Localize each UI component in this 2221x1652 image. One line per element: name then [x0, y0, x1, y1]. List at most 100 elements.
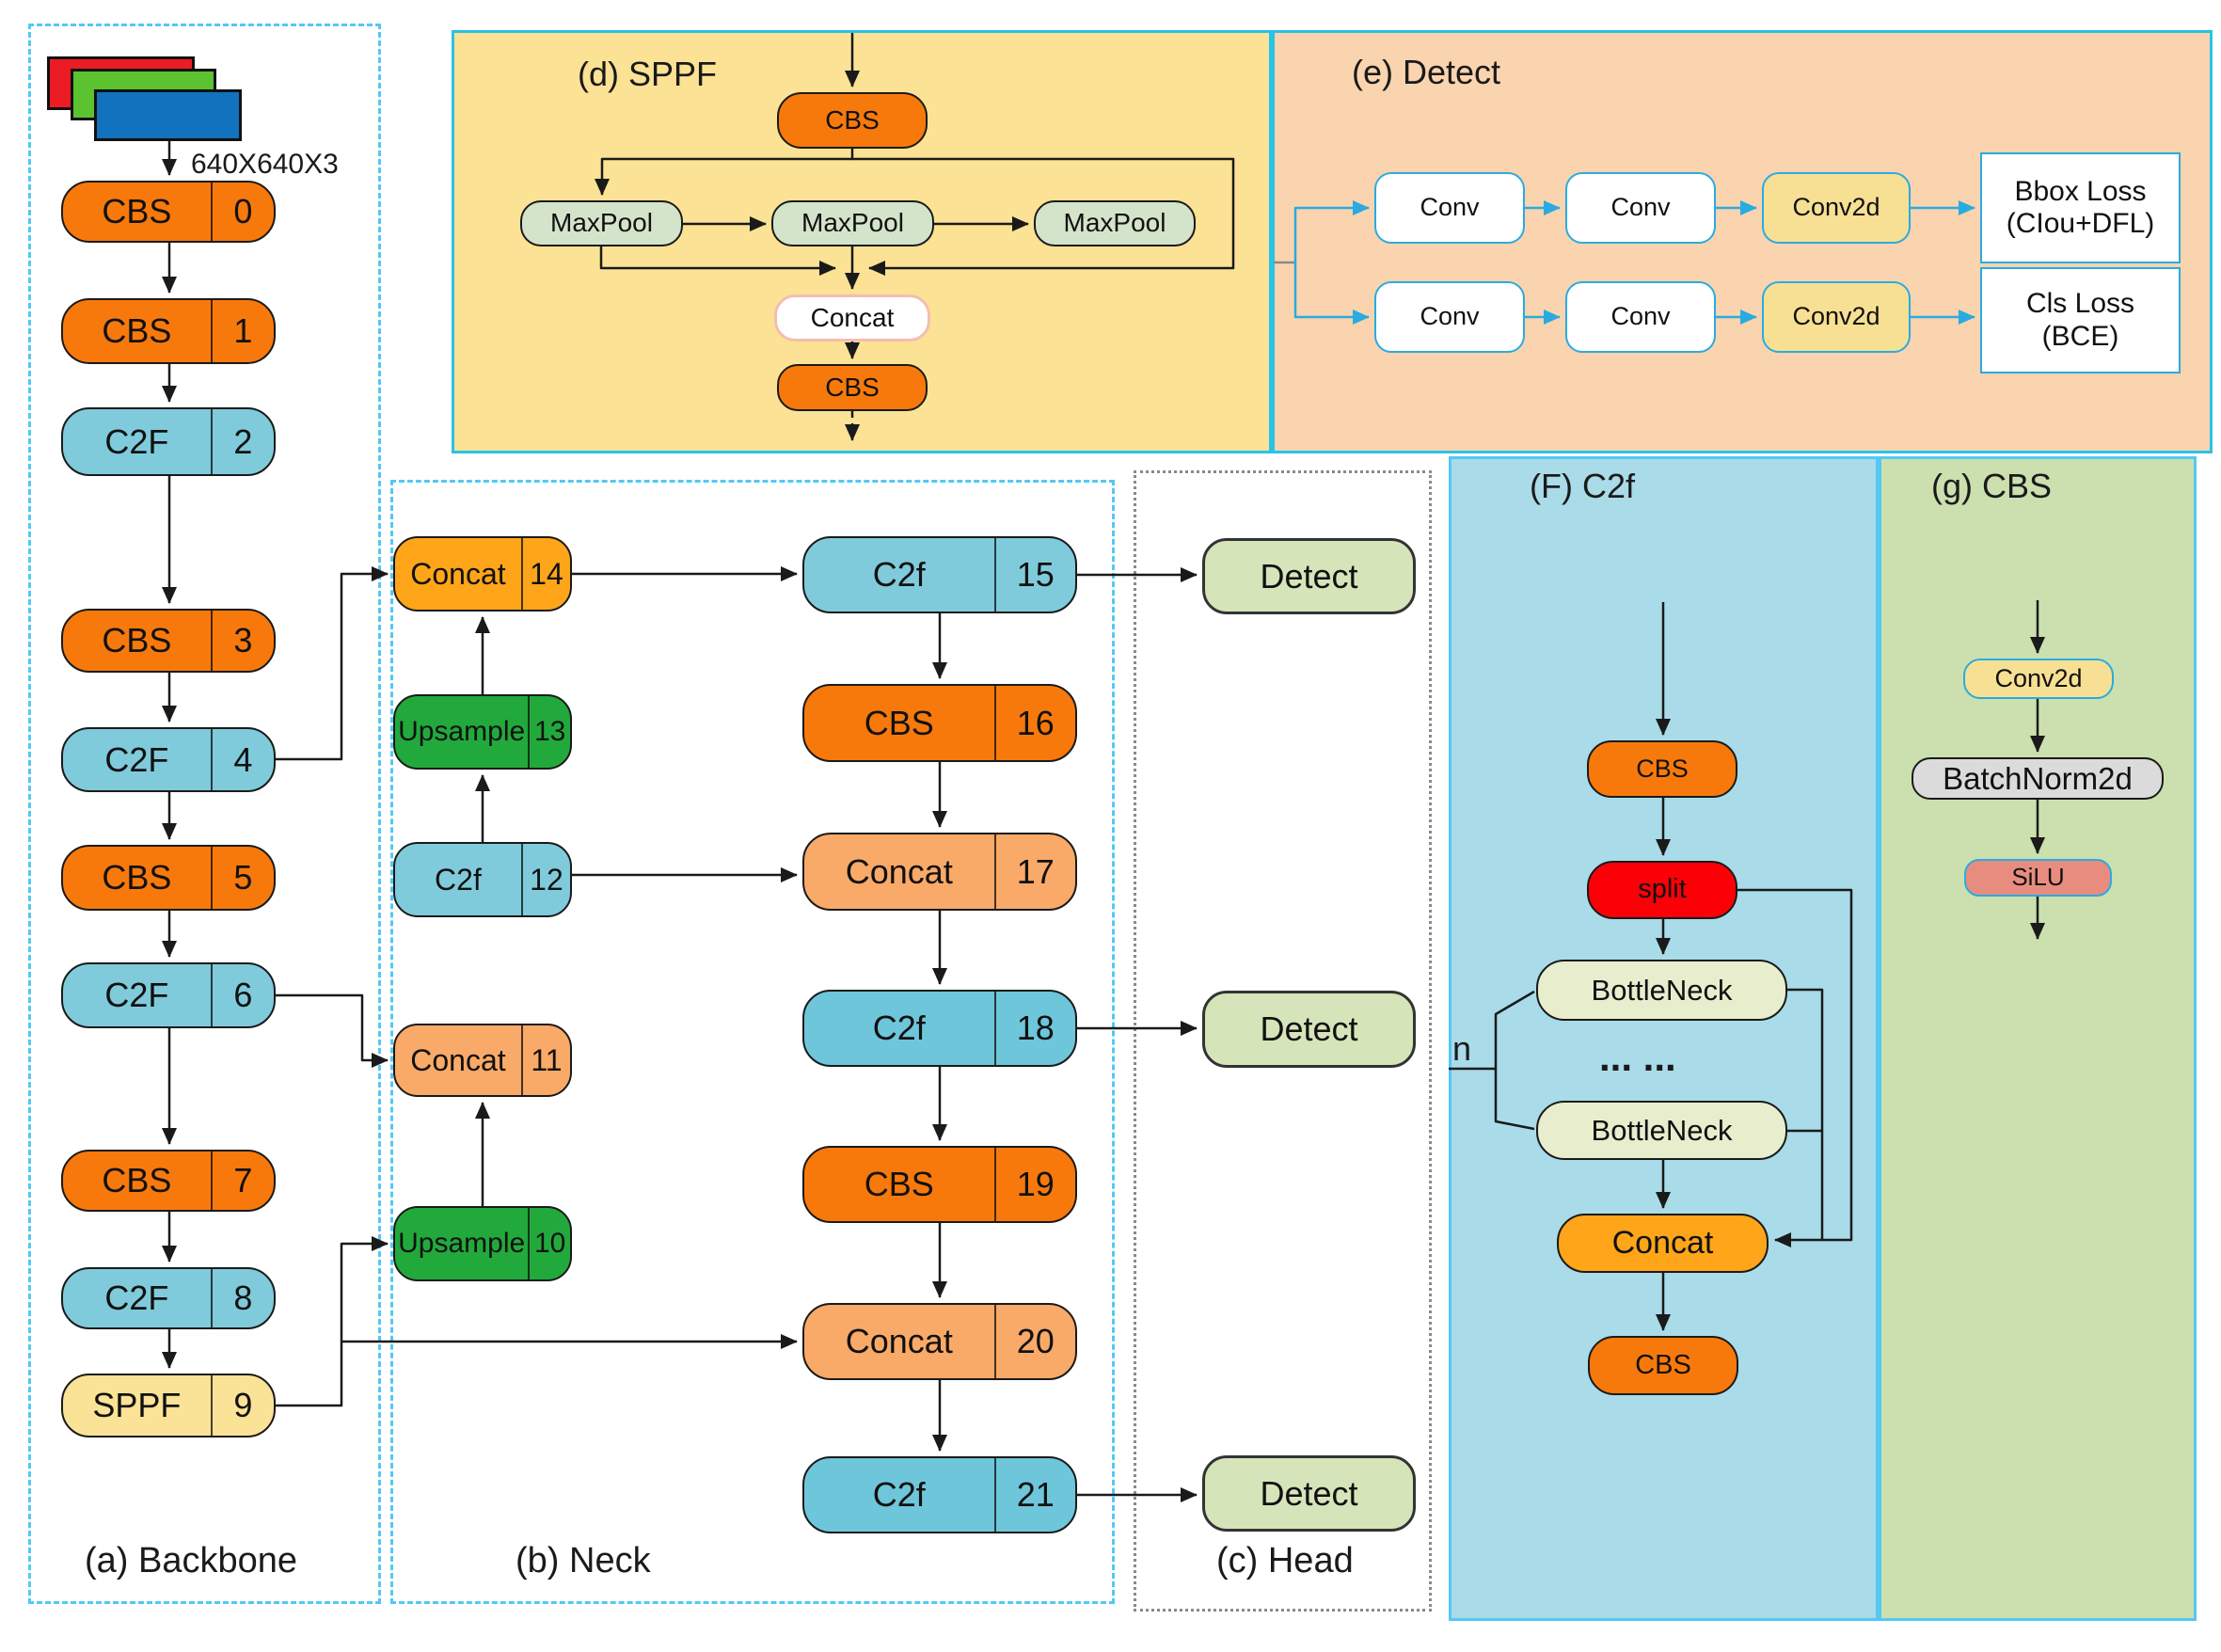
node-sppf-maxpool-2: MaxPool: [771, 200, 934, 246]
node-sppf-maxpool-3: MaxPool: [1034, 200, 1196, 246]
node-number: 8: [210, 1269, 274, 1327]
node-number: 10: [528, 1208, 570, 1279]
node-number: 18: [993, 992, 1075, 1065]
node-label: BottleNeck: [1591, 973, 1733, 1007]
c2f-n-label: n: [1452, 1029, 1472, 1068]
node-label: Concat: [845, 851, 953, 891]
node-label: Upsample: [398, 715, 526, 747]
node-number: 1: [210, 300, 274, 362]
node-c2f-bottleneck-2: BottleNeck: [1536, 1101, 1787, 1160]
node-label: CBS: [102, 311, 172, 351]
node-detect-conv-2b: Conv: [1565, 281, 1716, 353]
node-label: Conv2d: [1994, 663, 2083, 692]
node-sppf-concat: Concat: [774, 294, 930, 342]
node-number: 0: [210, 183, 274, 241]
title-c2f: (F) C2f: [1530, 467, 1635, 505]
input-image-blue: [94, 89, 242, 141]
node-label: Upsample: [398, 1227, 526, 1259]
node-sppf-cbs-top: CBS: [777, 92, 928, 149]
node-label: Conv: [1420, 302, 1480, 331]
node-number: 4: [210, 729, 274, 790]
node-backbone-cbs-3: CBS 3: [61, 609, 276, 673]
node-label: Concat: [810, 302, 895, 332]
node-label: C2f: [872, 1009, 926, 1048]
node-number: 6: [210, 964, 274, 1026]
edge-detect-entry-top: [1293, 200, 1370, 262]
node-c2f-split: split: [1587, 861, 1737, 919]
input-size-label: 640X640X3: [191, 149, 339, 180]
node-detect-conv2d-a: Conv2d: [1762, 172, 1911, 244]
node-number: 11: [520, 1025, 570, 1095]
c2f-dots: ... ...: [1599, 1035, 1676, 1079]
node-detect-conv-1a: Conv: [1374, 172, 1525, 244]
edge-c2f4-concat14: [276, 566, 389, 761]
node-label: CBS: [1636, 754, 1689, 783]
node-label: CBS: [825, 372, 880, 402]
node-sppf-maxpool-1: MaxPool: [520, 200, 683, 246]
node-label: Conv: [1610, 193, 1671, 222]
node-label: Conv: [1420, 193, 1480, 222]
node-number: 15: [993, 538, 1075, 612]
node-number: 2: [210, 409, 274, 474]
label-head: (c) Head: [1216, 1541, 1354, 1581]
head-box: [1134, 470, 1432, 1612]
node-label: BatchNorm2d: [1943, 760, 2133, 796]
node-backbone-c2f-2: C2F 2: [61, 407, 276, 476]
node-sppf-cbs-bottom: CBS: [777, 364, 928, 411]
node-number: 9: [210, 1375, 274, 1436]
edge-c2f-n-arm-top: [1494, 990, 1535, 1069]
title-detect: (e) Detect: [1352, 53, 1501, 91]
node-c2f-concat: Concat: [1557, 1214, 1769, 1273]
node-label: CBS: [102, 858, 172, 897]
node-label: CBS: [1635, 1349, 1691, 1380]
label-backbone: (a) Backbone: [85, 1541, 298, 1581]
node-number: 16: [993, 686, 1075, 760]
node-cbs-batchnorm2d: BatchNorm2d: [1912, 757, 2164, 800]
node-label: Concat: [410, 556, 506, 591]
node-number: 19: [993, 1148, 1075, 1221]
node-cbs-silu: SiLU: [1964, 859, 2112, 897]
node-backbone-c2f-8: C2F 8: [61, 1267, 276, 1329]
node-label: C2F: [104, 976, 169, 1015]
edge-sppf-skip-loop: [852, 157, 1235, 276]
node-label: Bbox Loss (CIou+DFL): [2006, 175, 2155, 240]
edge-sppf9-upsample10: [276, 1236, 389, 1407]
node-detect-conv-2a: Conv: [1565, 172, 1716, 244]
node-label: SiLU: [2011, 863, 2065, 892]
node-label: CBS: [102, 621, 172, 660]
node-label: C2F: [104, 1279, 169, 1318]
node-label: C2F: [104, 421, 169, 461]
node-head-detect-3: Detect: [1202, 1455, 1416, 1532]
edge-c2f-n-arm-bottom: [1494, 1069, 1535, 1131]
node-label: C2f: [872, 555, 926, 595]
node-number: 14: [520, 538, 570, 610]
node-c2f-cbs-2: CBS: [1588, 1336, 1738, 1395]
node-c2f-bottleneck-1: BottleNeck: [1536, 960, 1787, 1021]
node-number: 7: [210, 1152, 274, 1210]
backbone-box: [28, 24, 381, 1604]
node-number: 3: [210, 611, 274, 671]
node-detect-conv2d-b: Conv2d: [1762, 281, 1911, 353]
node-label: Conv: [1610, 302, 1671, 331]
node-backbone-cbs-1: CBS 1: [61, 298, 276, 364]
title-cbs: (g) CBS: [1931, 467, 2053, 505]
edge-c2f6-concat11: [276, 993, 389, 1068]
node-label: Conv2d: [1792, 193, 1880, 222]
node-label: Concat: [845, 1322, 953, 1361]
node-number: 13: [528, 696, 570, 768]
node-label: BottleNeck: [1591, 1113, 1733, 1147]
node-head-detect-2: Detect: [1202, 991, 1416, 1068]
